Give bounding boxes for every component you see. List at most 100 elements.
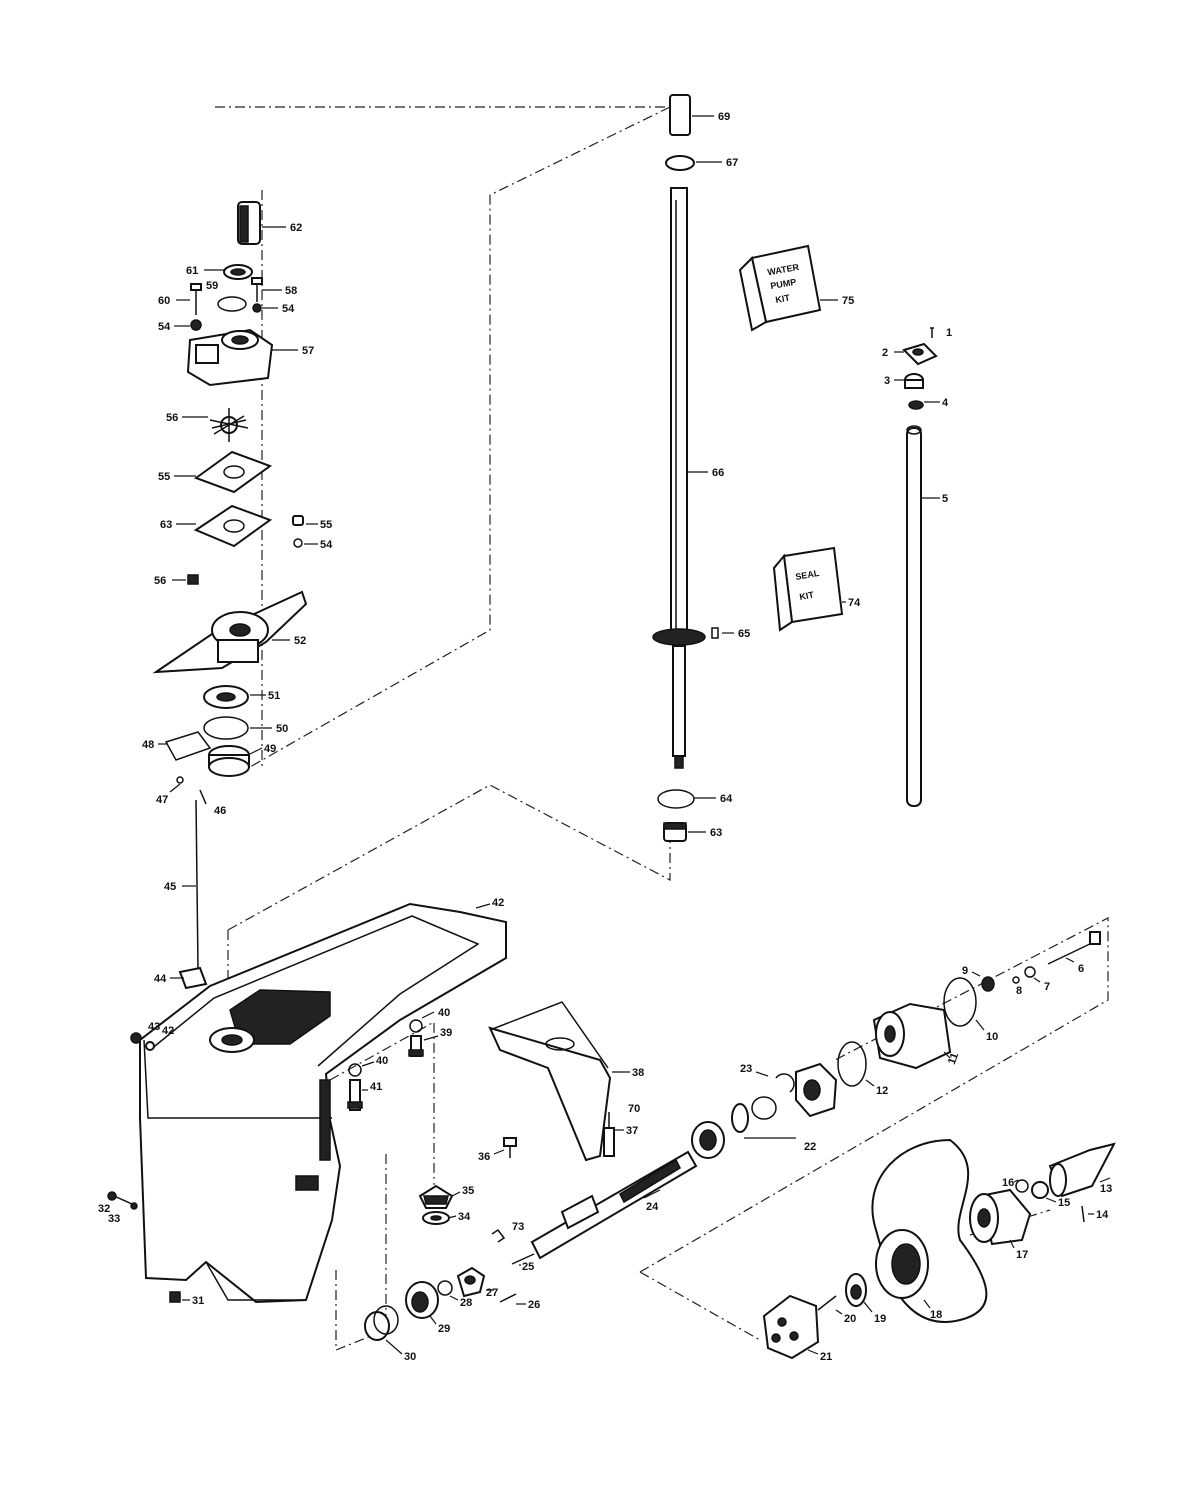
callout-27: 27 <box>486 1287 498 1299</box>
part-44-nut <box>130 1032 142 1044</box>
callout-54-b: 54 <box>158 321 171 333</box>
part-25-pin <box>511 1253 535 1265</box>
callout-59: 56 <box>166 412 178 424</box>
callout-3: 3 <box>884 375 890 387</box>
callout-70: 67 <box>726 157 738 169</box>
part-23-retaining-ring <box>775 1073 795 1093</box>
callout-26: 26 <box>528 1299 540 1311</box>
part-1-screw <box>930 327 934 338</box>
callout-9: 9 <box>962 965 968 977</box>
callout-53: 52 <box>294 635 306 647</box>
part-60-pump-housing <box>186 328 274 387</box>
part-16-washer <box>1015 1179 1029 1193</box>
part-31-drain-plug <box>169 1291 181 1303</box>
part-47-clip <box>199 789 207 805</box>
part-63-screw <box>190 283 202 315</box>
callout-50: 49 <box>264 743 276 755</box>
part-56-plug <box>187 574 199 585</box>
callout-61: 58 <box>285 285 297 297</box>
part-45-shift-cam <box>178 966 208 990</box>
part-15-nut <box>1031 1181 1049 1199</box>
part-21-adapter <box>762 1294 820 1360</box>
callout-28: 28 <box>460 1297 472 1309</box>
callout-32: 32 <box>98 1203 110 1215</box>
part-39-screw <box>408 1035 424 1057</box>
callout-40-b: 40 <box>376 1055 388 1067</box>
part-27-clutch <box>456 1266 486 1298</box>
part-29-forward-gear <box>405 1281 439 1319</box>
part-53-water-pump-base <box>152 590 308 674</box>
part-68-key <box>711 627 719 639</box>
callout-73: 73 <box>512 1221 524 1233</box>
callout-74: 74 <box>848 597 861 609</box>
callout-57: 63 <box>160 519 172 531</box>
part-26-spring-pin <box>499 1293 517 1303</box>
part-32-screw <box>107 1191 133 1205</box>
callout-44: 43 <box>148 1021 160 1033</box>
callout-69: 66 <box>712 467 724 479</box>
callout-2: 2 <box>882 347 888 359</box>
part-65-pump-tube <box>237 201 261 245</box>
callout-39: 39 <box>440 1027 452 1039</box>
part-21-bearing-carrier <box>795 1062 838 1118</box>
part-48-pin <box>176 776 184 784</box>
callout-67: 64 <box>720 793 733 805</box>
part-70-seal <box>665 155 695 171</box>
part-17-thrust-hub <box>969 1188 1032 1246</box>
callout-36: 36 <box>478 1151 490 1163</box>
part-33-washer <box>130 1202 138 1210</box>
callout-17: 17 <box>1016 1249 1028 1261</box>
callout-33: 33 <box>108 1213 120 1225</box>
part-57-gasket <box>193 504 273 548</box>
part-61-screw <box>251 277 263 302</box>
part-42-gear-housing <box>139 902 507 1304</box>
part-11-bearing-carrier <box>872 1002 952 1070</box>
part-52-oil-seal-carrier <box>203 685 249 709</box>
callout-8: 8 <box>1016 985 1022 997</box>
callout-19: 19 <box>874 1313 886 1325</box>
part-62-gasket <box>217 296 247 312</box>
callout-12: 12 <box>876 1085 888 1097</box>
part-51-o-ring <box>203 716 249 740</box>
callout-38: 38 <box>632 1067 644 1079</box>
part-14-screw <box>1081 1205 1085 1223</box>
callout-24: 24 <box>646 1201 659 1213</box>
part-72-reverse-gear <box>691 1121 725 1159</box>
callout-72: 70 <box>628 1103 640 1115</box>
callout-63: 60 <box>158 295 170 307</box>
part-37-screw <box>603 1112 615 1157</box>
part-18-propeller <box>871 1138 988 1323</box>
callout-42: 42 <box>492 897 504 909</box>
callout-60: 57 <box>302 345 314 357</box>
part-55-screw <box>292 515 304 526</box>
callout-10: 10 <box>986 1031 998 1043</box>
part-3-grommet <box>904 373 924 389</box>
part-12-o-ring <box>837 1041 867 1087</box>
callout-15: 15 <box>1058 1197 1070 1209</box>
part-13-prop-cone <box>1048 1142 1116 1198</box>
part-54-washer-c <box>293 538 303 548</box>
part-20-screw <box>817 1295 837 1311</box>
part-73-clip <box>491 1228 506 1243</box>
part-28-washer <box>437 1280 453 1296</box>
part-34-nut <box>422 1211 450 1225</box>
callout-35: 35 <box>462 1185 474 1197</box>
part-30-bearing-race <box>364 1305 399 1341</box>
callout-66: 63 <box>710 827 722 839</box>
seal-kit-line2: KIT <box>799 590 816 602</box>
assembly-guide-lines <box>215 106 1109 1351</box>
part-19-thrust-washer <box>845 1273 867 1307</box>
part-58-plate <box>193 450 273 494</box>
part-50-seal-ring <box>208 745 250 777</box>
callout-25: 25 <box>522 1261 534 1273</box>
callout-1: 1 <box>946 327 952 339</box>
callout-6: 6 <box>1078 963 1084 975</box>
part-4-seal <box>908 400 924 410</box>
callout-47: 46 <box>214 805 226 817</box>
callout-13: 13 <box>1100 1183 1112 1195</box>
callout-48: 47 <box>156 794 168 806</box>
callout-58: 55 <box>158 471 170 483</box>
seal-kit-box: SEAL KIT <box>772 546 844 632</box>
callout-49: 48 <box>142 739 154 751</box>
